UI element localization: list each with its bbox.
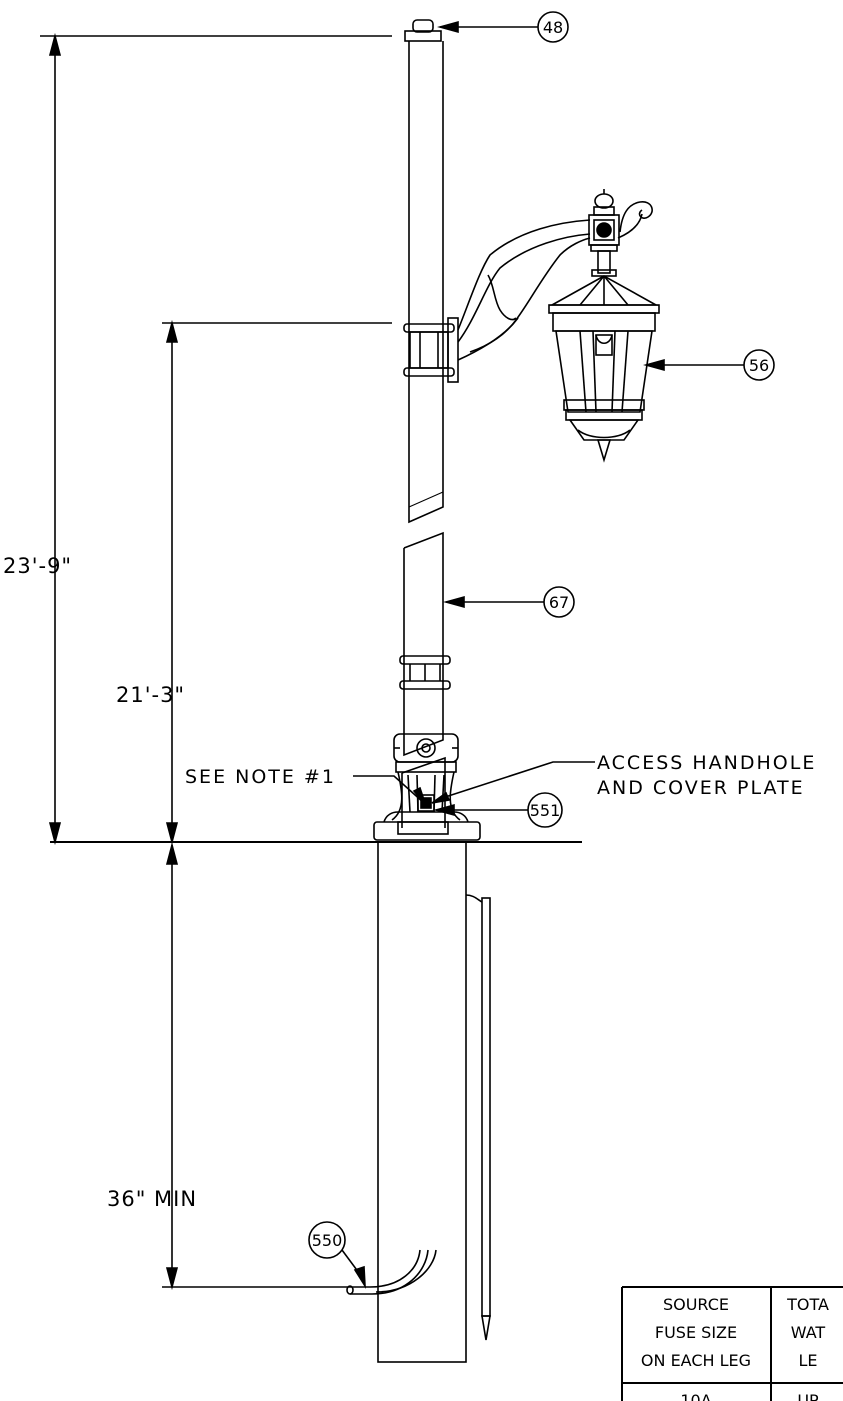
access-handhole-label: ACCESS HANDHOLE bbox=[597, 752, 816, 774]
table-header-watts: WAT bbox=[791, 1323, 826, 1342]
callout-67: 67 bbox=[549, 593, 569, 612]
pole-shaft bbox=[397, 19, 449, 835]
table-header-source: SOURCE bbox=[663, 1295, 729, 1314]
conduit-sweep bbox=[346, 1249, 437, 1295]
callout-56: 56 bbox=[749, 356, 769, 375]
table-header-fuse-size: FUSE SIZE bbox=[655, 1323, 737, 1342]
mid-band bbox=[399, 655, 451, 690]
table-header-leg: LE bbox=[798, 1351, 817, 1370]
callout-leaders bbox=[341, 20, 744, 1290]
arm-clamp bbox=[403, 317, 459, 383]
table-cell-fuse: 10A bbox=[680, 1391, 711, 1401]
ground-rod bbox=[465, 894, 491, 1341]
mount-height-label: 21'-3" bbox=[116, 683, 185, 707]
table-cell-watts: UP bbox=[797, 1391, 819, 1401]
burial-depth-label: 36" MIN bbox=[107, 1187, 197, 1211]
callout-550: 550 bbox=[312, 1231, 343, 1250]
table-header-each-leg: ON EACH LEG bbox=[641, 1351, 751, 1370]
fuse-table-grid bbox=[621, 1286, 843, 1401]
decorative-base bbox=[373, 733, 481, 841]
table-header-total: TOTA bbox=[786, 1295, 829, 1314]
lantern-fixture bbox=[548, 189, 660, 463]
callout-48: 48 bbox=[543, 18, 563, 37]
mount-height-dimension bbox=[162, 319, 392, 846]
concrete-foundation bbox=[377, 841, 467, 1363]
overall-height-label: 23'-9" bbox=[3, 554, 72, 578]
decorative-arm bbox=[457, 201, 653, 361]
callout-circles bbox=[308, 11, 775, 1259]
overall-height-dimension bbox=[40, 32, 392, 846]
callout-551: 551 bbox=[530, 801, 561, 820]
cover-plate-label: AND COVER PLATE bbox=[597, 777, 805, 799]
burial-depth-dimension bbox=[162, 841, 350, 1291]
see-note-label: SEE NOTE #1 bbox=[185, 766, 336, 788]
